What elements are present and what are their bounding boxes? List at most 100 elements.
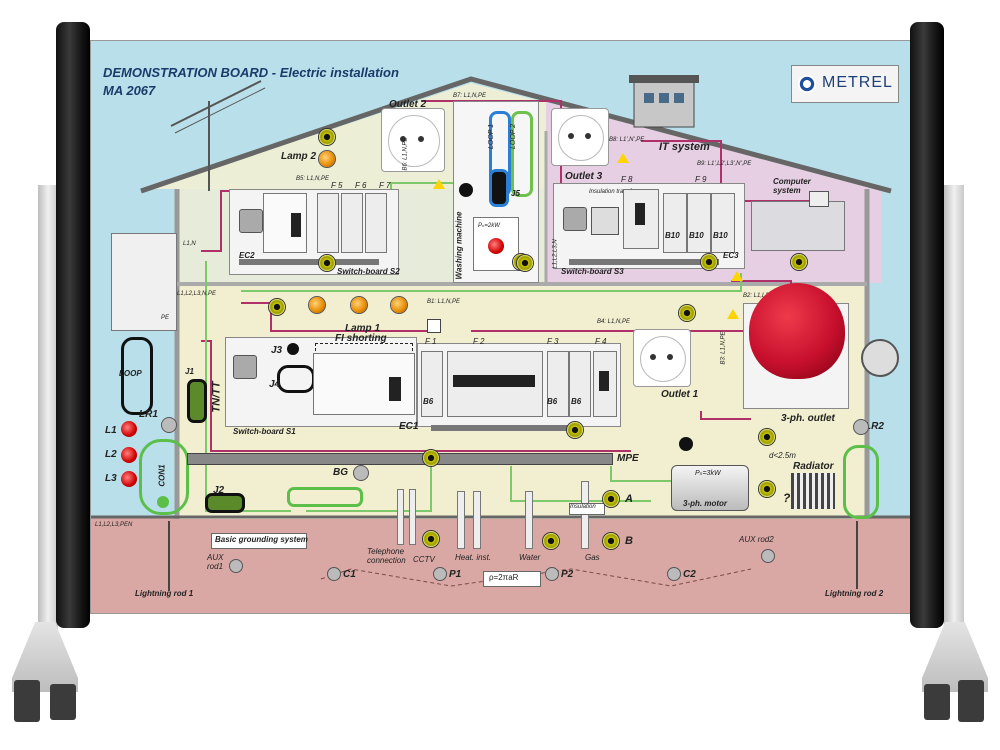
j1-jumper[interactable] — [187, 379, 207, 423]
f4-label: F 4 — [595, 337, 607, 346]
breaker-f3[interactable] — [547, 351, 569, 417]
board-title: DEMONSTRATION BOARD - Electric installat… — [103, 65, 399, 80]
washing-machine-knob[interactable] — [488, 238, 504, 254]
water-terminal[interactable] — [543, 533, 559, 549]
b3-label: B3: L1,N,PE — [720, 331, 727, 365]
outlet-1-label: Outlet 1 — [661, 389, 699, 400]
brand-emblem-icon — [798, 75, 816, 93]
ec2-terminal[interactable] — [319, 255, 335, 271]
j2-jumper[interactable] — [205, 493, 245, 513]
loop2-label: LOOP 2 — [510, 123, 518, 150]
pe-label: PE — [161, 315, 170, 321]
lamp2-terminal[interactable] — [319, 129, 335, 145]
loop2-wire[interactable] — [511, 111, 533, 197]
s3-terminal-1[interactable] — [517, 255, 533, 271]
b10-label-2: B10 — [689, 231, 704, 240]
bg-connector[interactable] — [353, 465, 369, 481]
heat-inst-label: Heat. inst. — [455, 553, 492, 562]
c2-connector[interactable] — [667, 567, 681, 581]
outlet-3-label: Outlet 3 — [565, 171, 603, 182]
lightning-rod2-label: Lightning rod 2 — [825, 589, 884, 598]
three-phase-motor — [671, 465, 749, 511]
con1-plug[interactable] — [157, 496, 169, 508]
heat-pipe-1 — [457, 491, 465, 549]
b1-label: B1: L1,N,PE — [427, 299, 461, 305]
motor-terminal-1[interactable] — [759, 429, 775, 445]
lamp1-terminal[interactable] — [269, 299, 285, 315]
outlet-2-socket[interactable] — [381, 108, 445, 172]
lr2-connector[interactable] — [853, 419, 869, 435]
mpe-terminal[interactable] — [423, 450, 439, 466]
s2-test-button[interactable] — [239, 209, 263, 233]
mpe-label: MPE — [617, 453, 639, 464]
breaker-f4[interactable] — [593, 351, 617, 417]
j5-jumper[interactable] — [489, 169, 509, 207]
j3-terminal[interactable] — [287, 343, 299, 355]
outlet-3-socket[interactable] — [551, 108, 609, 166]
telephone-label: Telephone connection — [367, 547, 406, 565]
cctv-terminal[interactable] — [423, 531, 439, 547]
basic-grounding-cable[interactable] — [287, 487, 363, 507]
breaker-f2-toggle[interactable] — [453, 375, 535, 387]
s3-breaker-b10-1[interactable] — [663, 193, 687, 253]
gas-label: Gas — [585, 553, 600, 562]
ec2-label: EC2 — [239, 251, 255, 260]
computer-system-label: Computer system — [773, 177, 811, 195]
aux-rod1-connector[interactable] — [229, 559, 243, 573]
brand-logo: METREL — [791, 65, 899, 103]
breaker-f4-toggle[interactable] — [599, 371, 609, 391]
s3-busbar — [569, 259, 719, 265]
heat-pipe-2 — [473, 491, 481, 549]
ec1-busbar — [431, 425, 571, 431]
con1-cable[interactable] — [139, 439, 189, 515]
radiator-cable[interactable] — [843, 445, 879, 519]
s2-rcd-toggle[interactable] — [291, 213, 301, 237]
b4-label: B4: L1,N,PE — [597, 319, 631, 325]
s3-breaker-f8-toggle[interactable] — [635, 203, 645, 225]
s3-breaker-b10-2[interactable] — [687, 193, 711, 253]
lr1-connector[interactable] — [161, 417, 177, 433]
washing-machine-terminal-black[interactable] — [459, 183, 473, 197]
s3-breaker-b10-3[interactable] — [711, 193, 735, 253]
three-phase-outlet-cover[interactable] — [749, 283, 845, 379]
p1-connector[interactable] — [433, 567, 447, 581]
radiator-label: Radiator — [793, 461, 834, 472]
motor-terminal-2[interactable] — [759, 481, 775, 497]
lamp1-bulb-1 — [309, 297, 325, 313]
c1-connector[interactable] — [327, 567, 341, 581]
s1-rcd-toggle[interactable] — [389, 377, 401, 401]
loop-cable[interactable] — [121, 337, 153, 415]
j2-label: J2 — [213, 485, 225, 496]
s2-breaker-f6[interactable] — [341, 193, 363, 253]
fi-shorting-label: FI shorting — [335, 333, 387, 344]
stand-right-foot — [924, 684, 950, 720]
s2-breaker-f5[interactable] — [317, 193, 339, 253]
b-terminal[interactable] — [603, 533, 619, 549]
outlet-1-socket[interactable] — [633, 329, 691, 387]
it-terminal[interactable] — [791, 254, 807, 270]
p2-label: P2 — [561, 569, 574, 580]
f3-label: F 3 — [547, 337, 559, 346]
board-model: MA 2067 — [103, 83, 156, 98]
bg-label: BG — [333, 467, 348, 478]
ec3-terminal[interactable] — [701, 254, 717, 270]
s2-breaker-f7[interactable] — [365, 193, 387, 253]
switchboard-s2-label: Switch-board S2 — [337, 267, 400, 276]
f6-label: F 6 — [355, 181, 367, 190]
aux-rod2-connector[interactable] — [761, 549, 775, 563]
s1-test-button[interactable] — [233, 355, 257, 379]
outlet1-terminal[interactable] — [679, 305, 695, 321]
telephone-pipe-1 — [397, 489, 404, 545]
l1n-label: L1,N — [183, 241, 196, 247]
breaker-f1[interactable] — [421, 351, 443, 417]
j4-jumper[interactable] — [277, 365, 315, 393]
s2-busbar — [239, 259, 379, 265]
breaker-f3b[interactable] — [569, 351, 591, 417]
warning-icon-4 — [731, 271, 743, 281]
motor-terminal-black[interactable] — [679, 437, 693, 451]
three-phase-connector-icon — [861, 339, 899, 377]
a-terminal[interactable] — [603, 491, 619, 507]
s3-test-button[interactable] — [563, 207, 587, 231]
p2-connector[interactable] — [545, 567, 559, 581]
ec1-terminal[interactable] — [567, 422, 583, 438]
